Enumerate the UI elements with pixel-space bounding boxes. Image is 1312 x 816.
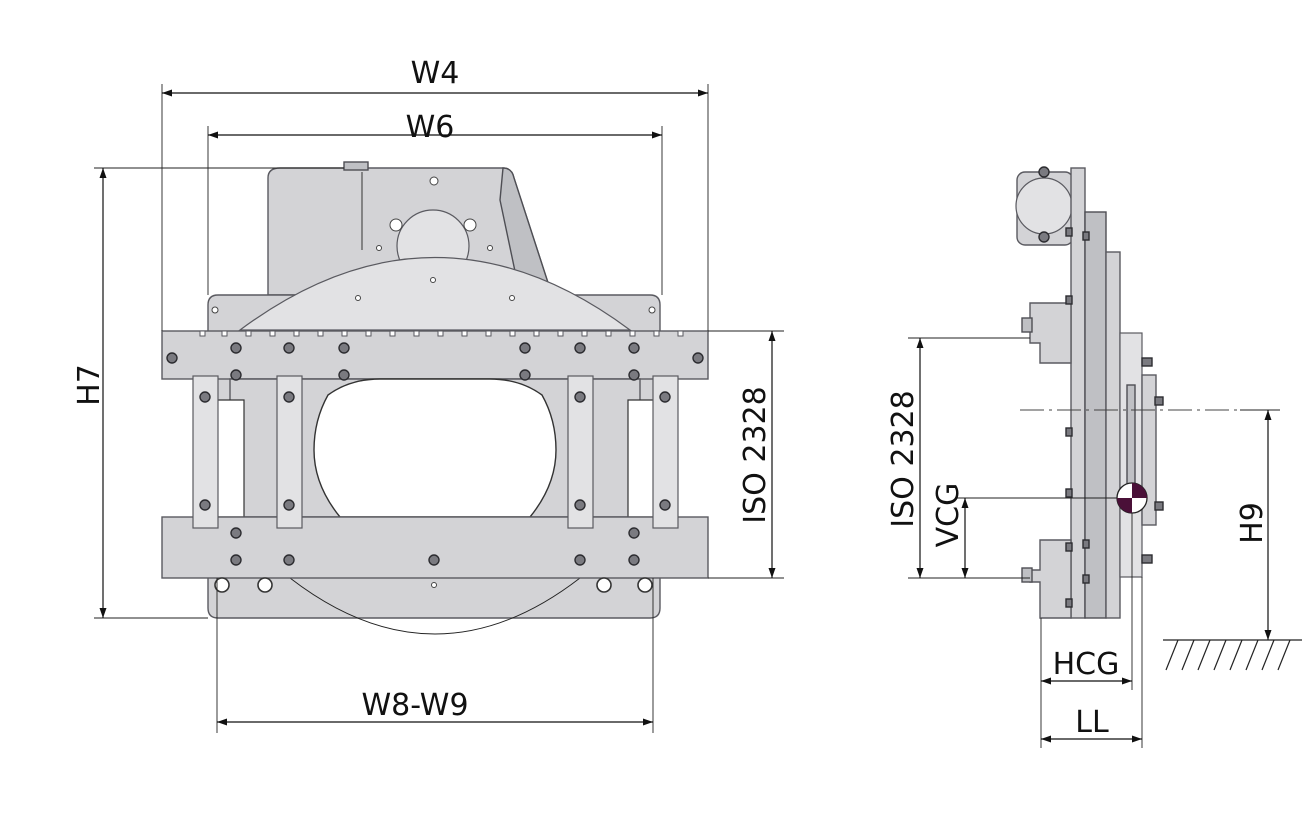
ground-hatch-icon (1163, 639, 1302, 671)
rotating-disc-bottom (289, 577, 581, 635)
carriage-notches (199, 330, 684, 337)
top-tab (343, 161, 369, 171)
front-view: W4 W6 H7 ISO 2328 W8-W9 (72, 56, 784, 733)
lower-carriage-bar (161, 516, 709, 579)
bottom-holes (214, 577, 653, 593)
right-window (627, 399, 657, 518)
housing-hole (376, 245, 382, 251)
plate-hole (211, 306, 219, 314)
side-bolts (1065, 227, 1164, 608)
left-window (215, 399, 245, 518)
cg-marker-icon (1116, 482, 1148, 514)
side-fork-plate (1141, 374, 1157, 526)
upper-hook-pin (1021, 317, 1033, 333)
flange-bolt (389, 218, 403, 232)
upper-hook (1029, 302, 1072, 364)
h9-label: H9 (1235, 502, 1270, 544)
disc-hole (430, 277, 436, 283)
w4-label: W4 (411, 56, 460, 91)
hcg-label: HCG (1053, 647, 1120, 682)
carriage-bolts (166, 342, 704, 566)
upper-carriage-bar (161, 330, 709, 380)
side-rotating-ring (1105, 251, 1121, 619)
plate-hole (648, 306, 656, 314)
rotating-disc-top (238, 256, 632, 331)
lower-hook-pin (1021, 567, 1033, 583)
side-view: ISO 2328 VCG H9 HCG LL (886, 166, 1302, 748)
motor-bolt (1038, 166, 1050, 178)
vcg-label: VCG (931, 483, 966, 548)
motor-face (1015, 177, 1073, 235)
ll-label: LL (1075, 705, 1109, 740)
iso-side-label: ISO 2328 (886, 390, 921, 527)
side-housing-plate (1084, 211, 1107, 619)
flange-bolt (463, 218, 477, 232)
w6-label: W6 (406, 110, 455, 145)
housing-hole (487, 245, 493, 251)
motor-bolt (1038, 231, 1050, 243)
lower-hook (1029, 539, 1072, 619)
w8w9-label: W8-W9 (361, 688, 468, 723)
disc-hole (509, 295, 515, 301)
disc-hole (355, 295, 361, 301)
housing-hole (429, 176, 439, 186)
h7-label: H7 (72, 364, 107, 406)
disc-cutout (313, 378, 557, 518)
iso-front-label: ISO 2328 (738, 386, 773, 523)
